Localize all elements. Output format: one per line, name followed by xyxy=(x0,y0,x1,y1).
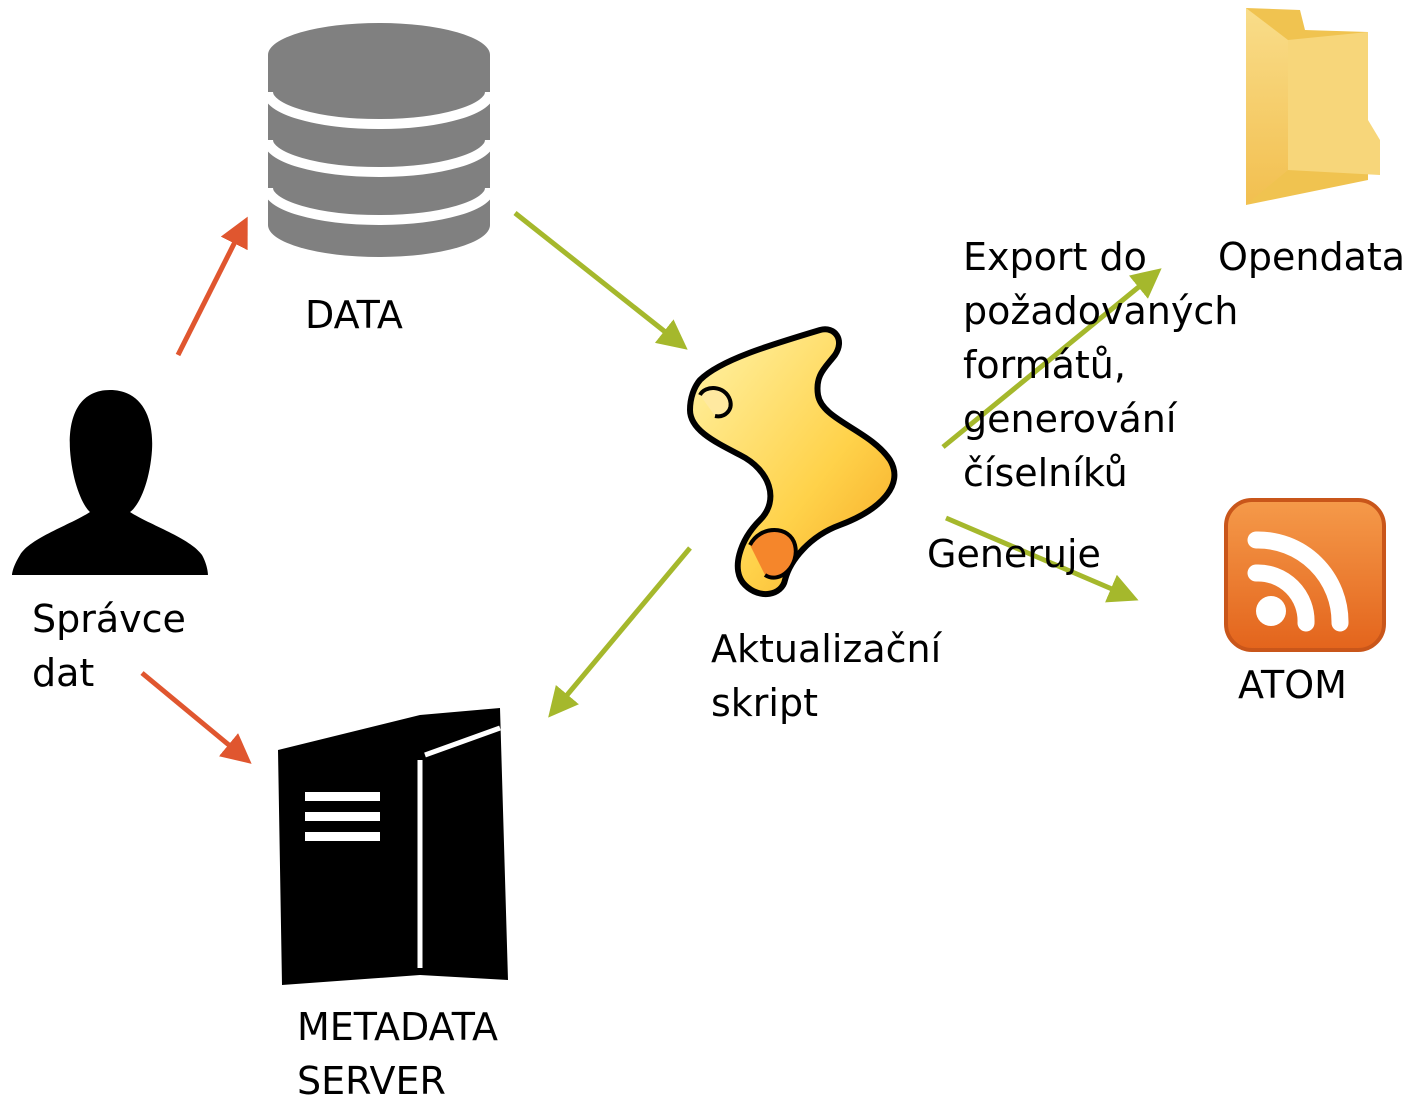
export-label-line4: generování xyxy=(963,397,1177,441)
data-label-text: DATA xyxy=(305,293,403,337)
metadata-server-label: METADATA SERVER xyxy=(297,1000,498,1108)
update-script-label-line1: Aktualizační xyxy=(711,627,942,671)
opendata-label: Opendata xyxy=(1218,230,1405,284)
arrow-admin-to-server xyxy=(140,671,252,764)
data-admin-label-line1: Správce xyxy=(32,597,186,641)
database-icon xyxy=(263,23,495,257)
export-label-line1: Export do xyxy=(963,235,1147,279)
arrow-script-to-atom xyxy=(945,515,1139,603)
opendata-label-text: Opendata xyxy=(1218,235,1406,279)
arrow-data-to-script xyxy=(513,211,688,350)
metadata-server-label-line1: METADATA xyxy=(297,1005,498,1049)
export-label: Export do požadovaných formátů, generová… xyxy=(963,230,1238,500)
folder-icon xyxy=(1246,8,1380,205)
generate-label: Generuje xyxy=(927,527,1101,581)
rss-feed-icon xyxy=(1224,498,1386,652)
data-label: DATA xyxy=(305,288,403,342)
data-admin-label-line2: dat xyxy=(32,651,95,695)
update-script-label: Aktualizační skript xyxy=(711,622,941,730)
atom-label: ATOM xyxy=(1238,658,1347,712)
export-label-line3: formátů, xyxy=(963,343,1126,387)
export-label-line2: požadovaných xyxy=(963,289,1239,333)
script-scroll-icon xyxy=(686,326,898,597)
metadata-server-label-line2: SERVER xyxy=(297,1059,446,1103)
arrow-admin-to-data xyxy=(175,216,248,357)
update-script-label-line2: skript xyxy=(711,681,819,725)
atom-label-text: ATOM xyxy=(1238,663,1347,707)
arrow-script-to-opendata xyxy=(941,268,1162,449)
arrow-script-to-server xyxy=(548,546,692,718)
person-icon xyxy=(12,390,208,575)
export-label-line5: číselníků xyxy=(963,451,1128,495)
data-admin-label: Správce dat xyxy=(32,592,186,700)
generate-label-text: Generuje xyxy=(927,532,1101,576)
server-icon xyxy=(278,708,508,985)
